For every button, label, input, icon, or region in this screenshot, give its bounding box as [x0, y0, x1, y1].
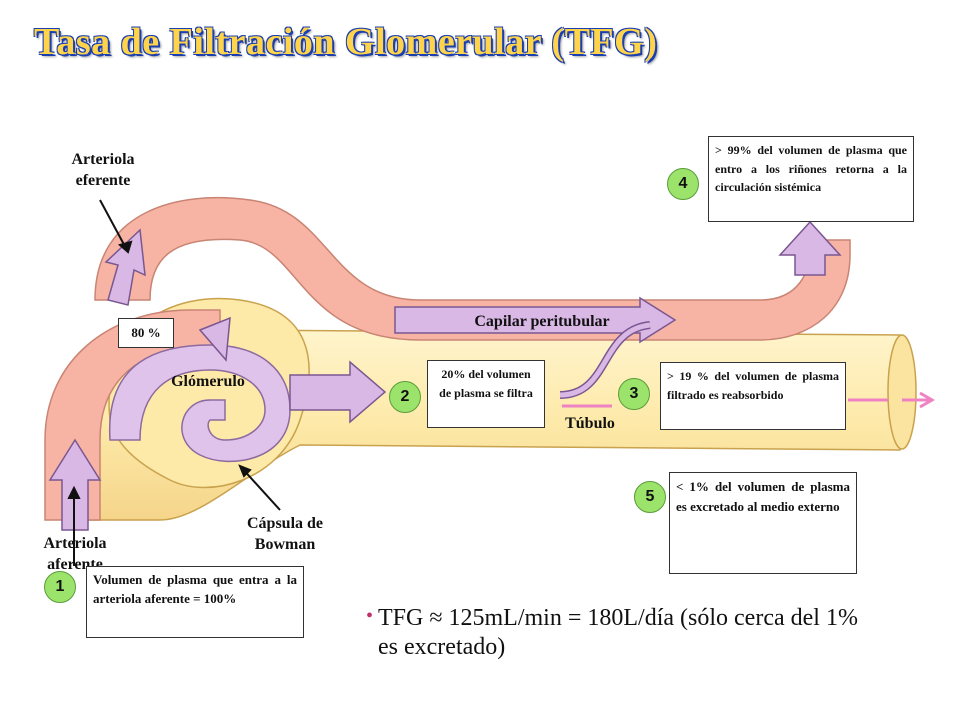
box-3-reabsorbed: > 19 % del volumen de plasma filtrado es…: [660, 362, 846, 430]
label-capsula-bowman: Cápsula de Bowman: [246, 515, 324, 553]
label-arteriola-eferente: Arteriola eferente: [71, 151, 135, 189]
badge-2: 2: [389, 381, 421, 413]
label-tubulo: Túbulo: [565, 415, 615, 432]
box-4-systemic-return: > 99% del volumen de plasma que entro a …: [708, 136, 914, 222]
tfg-bullet-text: TFG ≈ 125mL/min = 180L/día (sólo cerca d…: [378, 605, 858, 660]
box-80-percent: 80 %: [118, 318, 174, 348]
label-capilar-peritubular: Capilar peritubular: [474, 313, 610, 330]
box-1-afferent-volume: Volumen de plasma que entra a la arterio…: [86, 566, 304, 638]
badge-3: 3: [618, 378, 650, 410]
outflow-lines: [562, 391, 935, 409]
label-arteriola-aferente: Arteriola aferente: [43, 535, 107, 573]
tfg-bullet: • TFG ≈ 125mL/min = 180L/día (sólo cerca…: [366, 604, 858, 662]
badge-4: 4: [667, 168, 699, 200]
label-glomerulo: Glómerulo: [171, 373, 245, 390]
page-title: Tasa de Filtración Glomerular (TFG): [34, 21, 658, 63]
badge-5: 5: [634, 481, 666, 513]
flow-arrows: [48, 220, 842, 531]
badge-1: 1: [44, 571, 76, 603]
bullet-dot: •: [366, 605, 374, 627]
box-2-filtered: 20% del volumen de plasma se filtra: [427, 360, 545, 428]
pointer-arrows: [67, 199, 281, 566]
box-5-excreted: < 1% del volumen de plasma es excretado …: [669, 472, 857, 574]
